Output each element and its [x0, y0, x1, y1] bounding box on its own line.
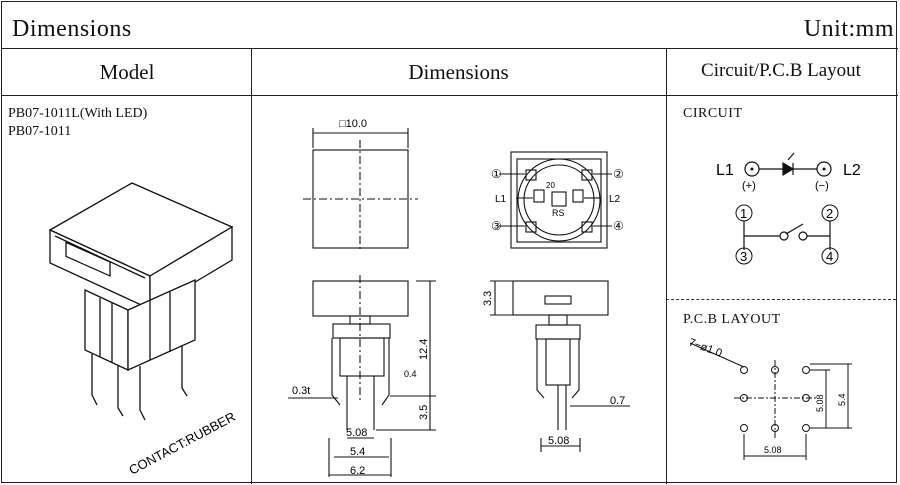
span-dim: 5.4	[350, 446, 365, 458]
bottom-marking-num: 20	[546, 181, 555, 190]
column-divider-2	[666, 49, 667, 484]
circuit-l1: L1	[716, 162, 734, 179]
circuit-minus: (−)	[815, 180, 829, 192]
pin-length-dim: 3.5	[418, 405, 430, 420]
pcb-pitch-h: 5.08	[764, 445, 782, 455]
page-title: Dimensions	[12, 16, 132, 42]
pin2-label: ②	[613, 167, 624, 181]
model-name: PB07-1011	[8, 124, 72, 139]
dimensions-column-header: Dimensions	[408, 60, 509, 84]
pin1-label: ①	[491, 167, 502, 181]
bottom-l2-label: L2	[609, 194, 621, 205]
width-dim: 6.2	[350, 465, 365, 477]
pcb-holes-label: 7−ø1.0	[687, 337, 724, 360]
bottom-l1-label: L1	[495, 194, 507, 205]
model-list: PB07-1011L(With LED) PB07-1011	[8, 105, 147, 141]
pin3-label: ③	[491, 219, 502, 233]
model-column-header: Model	[99, 60, 155, 84]
circuit-pin3: 3	[740, 249, 747, 264]
circuit-title: CIRCUIT	[683, 106, 743, 121]
colhead-divider	[2, 95, 898, 96]
circuit-pin2: 2	[826, 206, 833, 221]
pcb-span-v: 5.4	[837, 393, 847, 406]
thickness-dim: 0.3t	[292, 385, 310, 397]
unit-label: Unit:mm	[803, 16, 894, 42]
pcb-pitch-v: 5.08	[815, 394, 825, 412]
pcb-title: P.C.B LAYOUT	[683, 312, 781, 327]
circuit-plus: (+)	[742, 180, 756, 192]
column-divider-1	[251, 49, 252, 484]
height-dim: 12.4	[418, 339, 430, 360]
header-divider	[2, 48, 898, 49]
model-name: PB07-1011L(With LED)	[8, 106, 148, 121]
pin-width-dim: 0.7	[610, 395, 625, 407]
pitch2-dim: 5.08	[548, 435, 569, 447]
section-divider	[666, 299, 896, 300]
circuit-pin1: 1	[740, 206, 747, 221]
circuit-pin4: 4	[826, 249, 833, 264]
front-square-dim: □10.0	[339, 118, 367, 130]
cap-dim: 3.3	[482, 291, 494, 306]
circuit-l2: L2	[843, 162, 861, 179]
pitch-dim: 5.08	[346, 427, 367, 439]
layout-column-header: Circuit/P.C.B Layout	[701, 60, 861, 81]
pin4-label: ④	[613, 219, 624, 233]
bottom-marking: RS	[552, 208, 565, 218]
small-dim: 0.4	[404, 369, 417, 379]
